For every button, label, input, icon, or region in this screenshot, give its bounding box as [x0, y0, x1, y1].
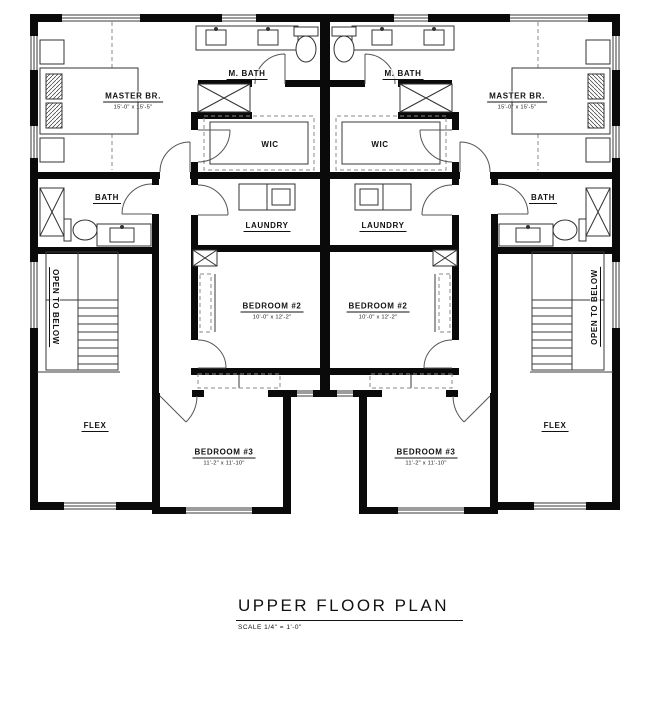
- room-label-wic-right: WIC: [369, 134, 391, 152]
- room-name: OPEN TO BELOW: [590, 267, 601, 347]
- drawing-title: UPPER FLOOR PLAN: [236, 596, 463, 621]
- left-unit: [29, 13, 331, 515]
- room-name: M. BATH: [226, 69, 268, 80]
- room-name: FLEX: [81, 421, 109, 432]
- room-label-bath-right: BATH: [528, 187, 558, 205]
- party-wall: [320, 14, 330, 394]
- title-block: UPPER FLOOR PLAN SCALE 1/4" = 1'-0": [236, 596, 463, 631]
- room-label-bedroom-2-right: BEDROOM #2 10'-0" x 12'-2": [346, 296, 410, 321]
- room-label-open-to-below-left: OPEN TO BELOW: [48, 267, 66, 347]
- room-label-laundry-right: LAUNDRY: [359, 215, 407, 233]
- room-name: LAUNDRY: [359, 221, 407, 232]
- room-label-m-bath-right: M. BATH: [382, 63, 424, 81]
- room-name: FLEX: [541, 421, 569, 432]
- room-dim: 11'-2" x 11'-10": [405, 460, 447, 467]
- room-name: LAUNDRY: [243, 221, 291, 232]
- room-name: M. BATH: [382, 69, 424, 80]
- room-name: BEDROOM #2: [346, 301, 410, 313]
- room-name: WIC: [259, 140, 281, 150]
- room-label-bath-left: BATH: [92, 187, 122, 205]
- room-label-bedroom-2-left: BEDROOM #2 10'-0" x 12'-2": [240, 296, 304, 321]
- room-name: MASTER BR.: [487, 91, 547, 103]
- room-label-bedroom-3-left: BEDROOM #3 11'-2" x 11'-10": [192, 442, 256, 467]
- room-label-bedroom-3-right: BEDROOM #3 11'-2" x 11'-10": [394, 442, 458, 467]
- room-dim: 15'-0" x 15'-5": [497, 104, 537, 111]
- room-dim: 11'-2" x 11'-10": [203, 460, 245, 467]
- room-name: BATH: [528, 193, 558, 204]
- room-dim: 10'-0" x 12'-2": [358, 314, 398, 321]
- room-dim: 10'-0" x 12'-2": [252, 314, 292, 321]
- room-name: BEDROOM #2: [240, 301, 304, 313]
- drawing-scale: SCALE 1/4" = 1'-0": [238, 624, 302, 631]
- room-name: BEDROOM #3: [192, 447, 256, 459]
- room-name: MASTER BR.: [103, 91, 163, 103]
- room-label-m-bath-left: M. BATH: [226, 63, 268, 81]
- room-label-master-br-left: MASTER BR. 15'-0" x 15'-5": [103, 86, 163, 111]
- room-label-master-br-right: MASTER BR. 15'-0" x 15'-5": [487, 86, 547, 111]
- room-name: BEDROOM #3: [394, 447, 458, 459]
- room-label-laundry-left: LAUNDRY: [243, 215, 291, 233]
- room-name: BATH: [92, 193, 122, 204]
- room-label-flex-right: FLEX: [541, 415, 569, 433]
- right-unit: [319, 13, 621, 515]
- room-label-wic-left: WIC: [259, 134, 281, 152]
- room-label-flex-left: FLEX: [81, 415, 109, 433]
- room-label-open-to-below-right: OPEN TO BELOW: [584, 267, 602, 347]
- room-dim: 15'-0" x 15'-5": [113, 104, 153, 111]
- room-name: OPEN TO BELOW: [49, 267, 60, 347]
- room-name: WIC: [369, 140, 391, 150]
